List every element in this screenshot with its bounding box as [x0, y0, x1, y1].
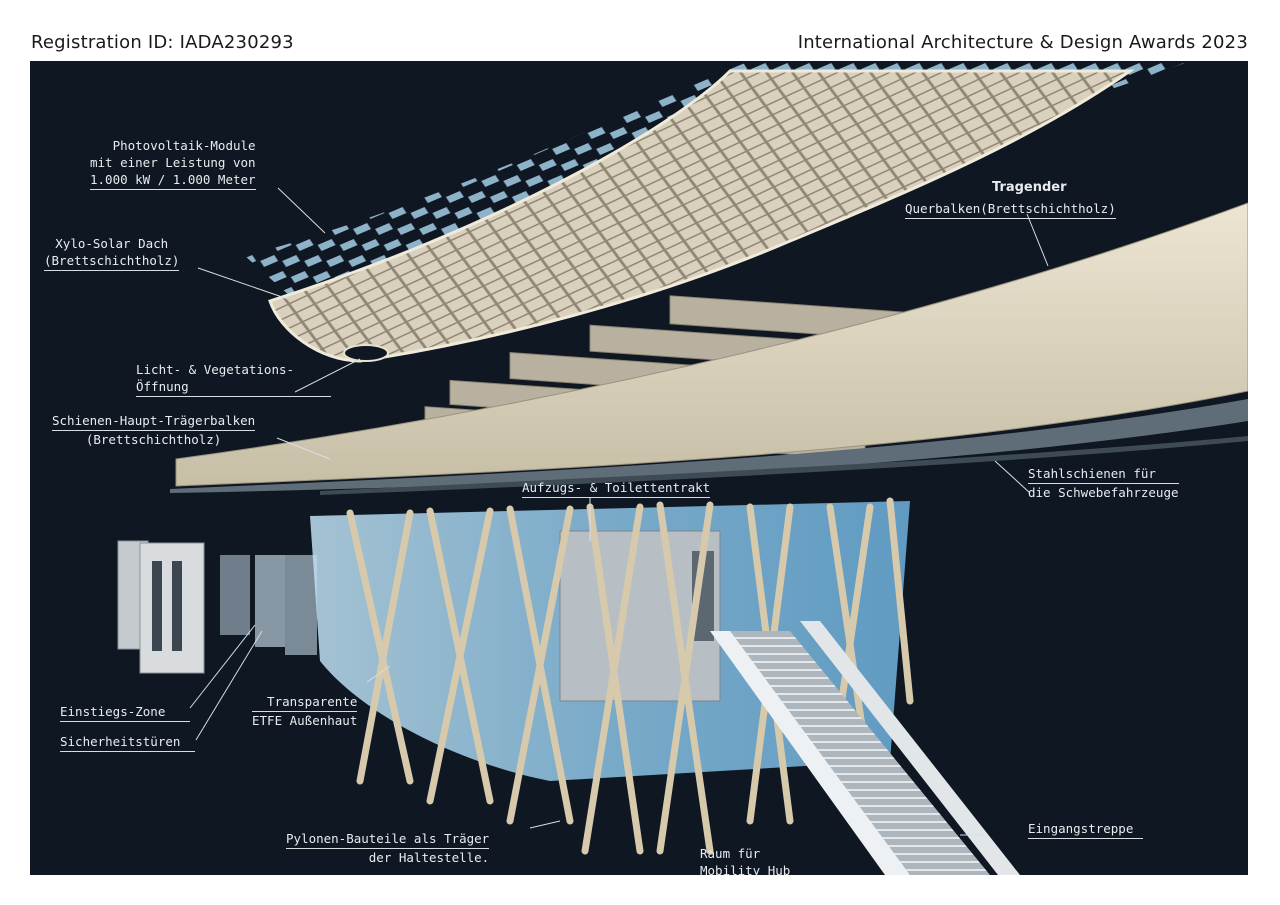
label-etfe-line1: Transparente — [252, 693, 358, 712]
label-light-line1: Licht- & Vegetations- — [136, 362, 295, 377]
label-elevator-text: Aufzugs- & Toilettentrakt — [522, 479, 711, 498]
entry-zone-blocks — [117, 540, 317, 674]
leader-lines — [189, 187, 1049, 836]
label-xylo-line1: Xylo-Solar Dach — [55, 236, 169, 251]
label-steel-line2: die Schwebefahrzeuge — [1028, 485, 1179, 500]
label-pylons-line2: der Haltestelle. — [368, 850, 490, 865]
label-stair-text: Eingangstreppe — [1028, 820, 1143, 839]
label-querbalken: Querbalken(Brettschichtholz) — [905, 200, 1116, 219]
label-pylons-line1: Pylonen-Bauteile als Träger — [286, 830, 490, 849]
registration-id: Registration ID: IADA230293 — [31, 32, 294, 53]
exploded-axonometric-diagram: Photovoltaik-Module mit einer Leistung v… — [30, 61, 1248, 875]
main-rail-beam — [175, 202, 1248, 487]
label-hub-line2: Mobility Hub — [700, 863, 791, 875]
label-entry-zone: Einstiegs-Zone — [60, 703, 190, 722]
steel-rails — [170, 399, 1248, 493]
label-light-opening: Licht- & Vegetations- Öffnung — [136, 361, 331, 397]
label-entrance-stair: Eingangstreppe — [1028, 820, 1143, 839]
label-xylo-roof: Xylo-Solar Dach (Brettschichtholz) — [44, 235, 180, 271]
label-elevator: Aufzugs- & Toilettentrakt — [522, 479, 711, 498]
label-photovoltaic-line2: mit einer Leistung von — [90, 155, 256, 170]
label-pylons: Pylonen-Bauteile als Träger der Halteste… — [286, 830, 490, 866]
label-hub-line1: Raum für — [700, 846, 761, 861]
label-etfe-line2: ETFE Außenhaut — [252, 713, 358, 728]
label-rail-beam: Schienen-Haupt-Trägerbalken (Brettschich… — [52, 412, 256, 448]
label-safety-text: Sicherheitstüren — [60, 733, 195, 752]
label-steel-rails: Stahlschienen für die Schwebefahrzeuge — [1028, 465, 1179, 501]
award-title: International Architecture & Design Awar… — [797, 32, 1248, 53]
architecture-illustration — [117, 61, 1248, 875]
label-entry-text: Einstiegs-Zone — [60, 703, 190, 722]
label-light-line2: Öffnung — [136, 378, 331, 397]
label-rail-line1: Schienen-Haupt-Trägerbalken — [52, 412, 256, 431]
label-querbalken-text: Querbalken(Brettschichtholz) — [905, 200, 1116, 219]
label-photovoltaic-line3: 1.000 kW / 1.000 Meter — [90, 171, 256, 190]
label-photovoltaic: Photovoltaik-Module mit einer Leistung v… — [90, 137, 256, 190]
label-steel-line1: Stahlschienen für — [1028, 465, 1179, 484]
label-etfe: Transparente ETFE Außenhaut — [252, 693, 358, 729]
label-photovoltaic-line1: Photovoltaik-Module — [112, 138, 256, 153]
light-opening — [343, 344, 389, 362]
pylons — [346, 497, 914, 855]
entrance-stair — [720, 631, 990, 875]
label-safety-doors: Sicherheitstüren — [60, 733, 195, 752]
label-xylo-line2: (Brettschichtholz) — [44, 252, 180, 271]
label-tragender: Tragender — [992, 180, 1067, 195]
label-mobility-hub: Raum für Mobility Hub — [700, 845, 790, 875]
label-rail-line2: (Brettschichtholz) — [85, 432, 222, 447]
